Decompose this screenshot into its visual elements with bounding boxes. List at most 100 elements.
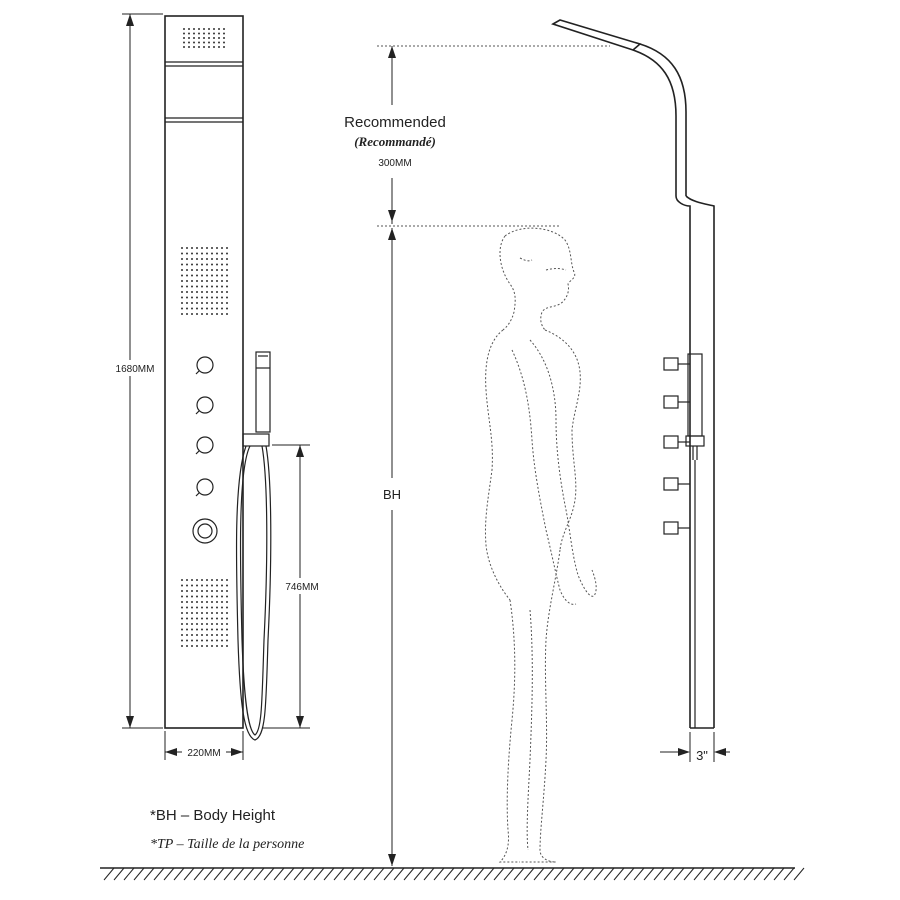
- nozzle-dot: [191, 280, 193, 282]
- nozzle-dot: [211, 612, 213, 614]
- dimension-recommended: Recommended (Recommandé) 300MM: [344, 45, 610, 227]
- nozzle-dot: [186, 263, 188, 266]
- nozzle-dot: [198, 41, 200, 44]
- nozzle-dot: [188, 41, 190, 44]
- nozzle-dot: [181, 645, 183, 647]
- nozzle-dot: [211, 313, 213, 315]
- nozzle-dot: [201, 628, 203, 631]
- floor-hatch-line: [673, 867, 685, 881]
- nozzle-dot: [186, 645, 188, 647]
- nozzle-dot: [216, 645, 218, 647]
- nozzle-dot: [196, 584, 198, 587]
- nozzle-dot: [201, 302, 203, 304]
- floor-hatch-line: [103, 867, 115, 881]
- nozzle-dot: [196, 285, 198, 288]
- nozzle-dot: [218, 46, 220, 48]
- front-view-panel: [164, 15, 244, 729]
- nozzle-dot: [221, 584, 223, 587]
- floor-hatch-line: [143, 867, 155, 881]
- nozzle-dot: [186, 269, 188, 271]
- nozzle-dot: [201, 258, 203, 260]
- nozzle-dot: [196, 617, 198, 620]
- nozzle-dot: [221, 291, 223, 293]
- floor-hatch-line: [483, 867, 495, 881]
- floor-hatch-line: [183, 867, 195, 881]
- nozzle-dot: [196, 252, 198, 255]
- nozzle-dot: [216, 595, 218, 598]
- nozzle-dot: [186, 258, 188, 260]
- floor-hatch-line: [713, 867, 725, 881]
- nozzle-dot: [218, 41, 220, 44]
- nozzle-dot: [181, 263, 183, 266]
- nozzle-dot: [216, 313, 218, 315]
- floor-hatch-line: [613, 867, 625, 881]
- nozzle-dot: [181, 584, 183, 587]
- nozzle-dot: [221, 258, 223, 260]
- nozzle-dot: [196, 274, 198, 277]
- label-recommended-value: 300MM: [378, 158, 411, 169]
- nozzle-dot: [206, 634, 208, 636]
- legend-tp: *TP – Taille de la personne: [150, 837, 304, 852]
- nozzle-dot: [221, 285, 223, 288]
- nozzle-dot: [201, 274, 203, 277]
- label-hose-height: 746MM: [285, 582, 318, 593]
- nozzle-dot: [181, 302, 183, 304]
- nozzle-dot: [206, 579, 208, 581]
- nozzle-dot: [221, 590, 223, 592]
- nozzle-dot: [208, 28, 210, 30]
- nozzle-dot: [186, 274, 188, 277]
- nozzle-dot: [211, 302, 213, 304]
- nozzle-dot: [213, 32, 215, 35]
- nozzle-dot: [193, 28, 195, 30]
- nozzle-dot: [226, 280, 228, 282]
- floor-hatch-line: [313, 867, 325, 881]
- label-total-height: 1680MM: [116, 364, 155, 375]
- nozzle-dot: [191, 302, 193, 304]
- control-knob-2: [195, 396, 214, 415]
- nozzle-dot: [181, 623, 183, 625]
- floor-hatch-line: [333, 867, 345, 881]
- nozzle-dot: [196, 258, 198, 260]
- nozzle-dot: [206, 595, 208, 598]
- nozzle-dot: [226, 612, 228, 614]
- floor-hatch-line: [463, 867, 475, 881]
- nozzle-dot: [216, 252, 218, 255]
- nozzle-dot: [186, 634, 188, 636]
- nozzle-dot: [211, 606, 213, 609]
- nozzle-dot: [203, 28, 205, 30]
- nozzle-dot: [193, 46, 195, 48]
- nozzle-dot: [191, 291, 193, 293]
- label-depth: 3": [696, 748, 708, 763]
- nozzle-dot: [186, 307, 188, 310]
- nozzle-dot: [183, 28, 185, 30]
- nozzle-dot: [196, 263, 198, 266]
- nozzle-dot: [216, 606, 218, 609]
- floor-hatch-line: [543, 867, 555, 881]
- nozzle-dot: [206, 274, 208, 277]
- nozzle-dot: [211, 595, 213, 598]
- dimension-depth: 3": [660, 732, 730, 763]
- nozzle-dot: [211, 628, 213, 631]
- nozzle-dot: [196, 280, 198, 282]
- nozzle-dot: [208, 46, 210, 48]
- nozzle-dot: [198, 32, 200, 35]
- nozzle-dot: [201, 645, 203, 647]
- nozzle-dot: [211, 634, 213, 636]
- nozzle-dot: [203, 46, 205, 48]
- nozzle-dot: [226, 617, 228, 620]
- nozzle-dot: [201, 247, 203, 249]
- nozzle-dot: [198, 37, 200, 39]
- nozzle-dot: [186, 595, 188, 598]
- nozzle-dot: [223, 41, 225, 44]
- nozzle-dot: [213, 28, 215, 30]
- nozzle-dot: [221, 307, 223, 310]
- nozzle-dot: [206, 247, 208, 249]
- nozzle-dot: [213, 37, 215, 39]
- nozzle-dot: [226, 285, 228, 288]
- nozzle-dot: [213, 41, 215, 44]
- nozzle-dot: [196, 313, 198, 315]
- side-view-panel: [551, 19, 715, 729]
- dimension-hose-height: 746MM: [262, 444, 324, 729]
- nozzle-dot: [191, 606, 193, 609]
- nozzle-dot: [196, 307, 198, 310]
